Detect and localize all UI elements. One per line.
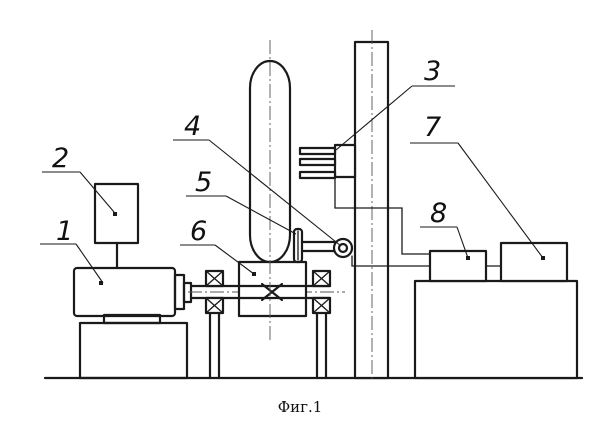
amplifier-unit xyxy=(428,249,488,283)
callout-label-5: 5 xyxy=(195,167,212,198)
control-unit xyxy=(93,182,140,270)
vertical-column xyxy=(353,30,390,382)
callout-leaders xyxy=(40,85,544,284)
load-sensor-2 xyxy=(298,157,337,167)
load-sensor-block xyxy=(298,143,357,180)
sensor-head xyxy=(332,237,354,259)
signal-cable-lower xyxy=(351,255,431,267)
figure-caption: Фиг.1 xyxy=(278,398,323,416)
callout-label-4: 4 xyxy=(184,111,201,142)
load-block xyxy=(333,143,357,179)
coupling-cross-b xyxy=(260,282,284,302)
motor-base xyxy=(78,321,189,380)
column-body xyxy=(353,40,390,380)
sensor-arm xyxy=(300,237,354,259)
callout-label-7: 7 xyxy=(424,112,441,143)
motor-body xyxy=(72,266,177,318)
test-wheel xyxy=(248,40,292,340)
callout-label-8: 8 xyxy=(430,198,447,229)
load-sensor-3 xyxy=(298,170,337,180)
right-bearing-support xyxy=(311,269,332,380)
motor-flange xyxy=(173,273,186,311)
callout-label-1: 1 xyxy=(56,216,73,247)
callout-label-3: 3 xyxy=(424,56,441,87)
recorder-unit xyxy=(499,241,569,283)
motor-marker-dot xyxy=(99,281,103,285)
pressing-roller xyxy=(292,227,304,264)
motor-assembly xyxy=(72,266,193,380)
control-marker-dot xyxy=(113,212,117,216)
motor-shaft-end xyxy=(182,281,193,304)
left-bearing-support xyxy=(204,269,225,380)
bench-body xyxy=(413,279,579,380)
callout-label-6: 6 xyxy=(190,216,207,247)
load-sensor-1 xyxy=(298,146,337,156)
signal-cable-upper xyxy=(334,176,431,255)
instrument-bench xyxy=(413,241,579,380)
callout-label-2: 2 xyxy=(52,143,69,174)
